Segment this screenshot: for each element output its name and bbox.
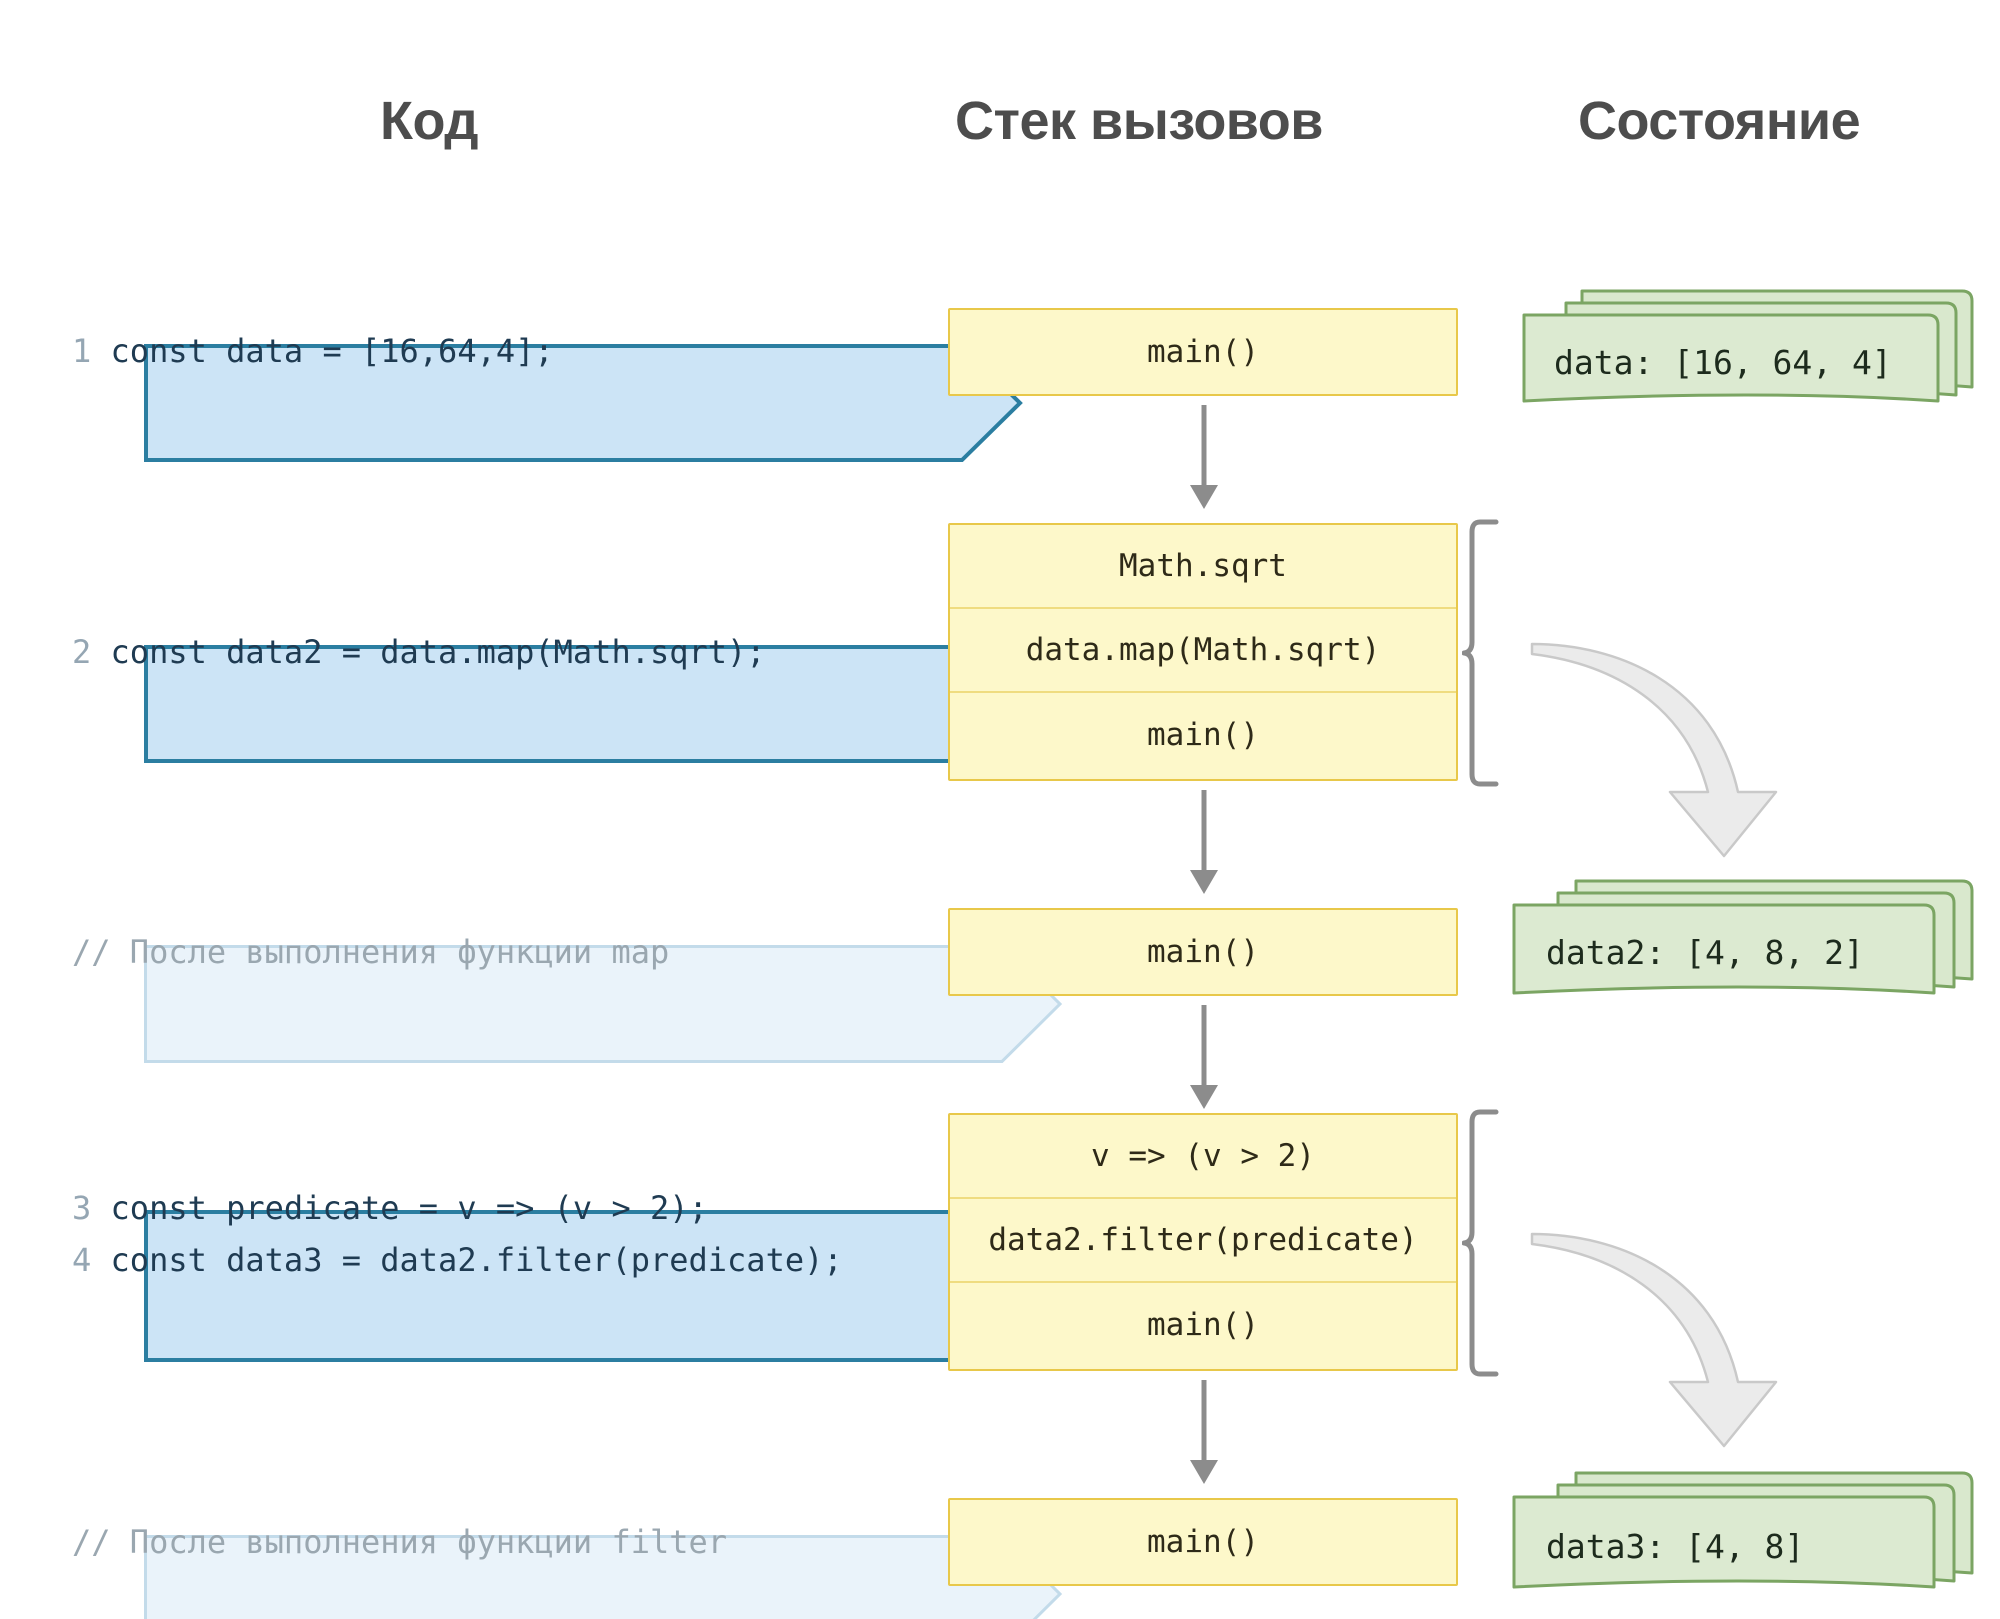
code-comment-after-filter[interactable]: // После выполнения функции filter: [28, 1483, 1062, 1619]
line-text: const data2 = data.map(Math.sqrt);: [110, 633, 766, 671]
stack-frame[interactable]: main(): [950, 1283, 1456, 1367]
line-text: const data = [16,64,4];: [110, 332, 554, 370]
code-comment-after-map[interactable]: // После выполнения функции map: [28, 893, 1062, 1063]
stacked-paper-shape: [1522, 289, 1974, 403]
line-text: const data3 = data2.filter(predicate);: [110, 1241, 843, 1279]
chevron-shape: [28, 292, 1023, 462]
chevron-shape: [28, 893, 1062, 1063]
stack-frame[interactable]: main(): [950, 1500, 1456, 1584]
code-line: 4 const data3 = data2.filter(predicate);: [28, 1234, 843, 1286]
code-line: 1 const data = [16,64,4];: [28, 325, 554, 377]
state-label: data2: [4, 8, 2]: [1546, 933, 1864, 972]
stack-group-brace: [1461, 1108, 1516, 1383]
line-number: 1: [72, 332, 92, 370]
code-block-1[interactable]: 1 const data = [16,64,4];: [28, 292, 1023, 462]
line-number: 4: [72, 1241, 92, 1279]
stack-frame[interactable]: Math.sqrt: [950, 525, 1456, 609]
column-header-state: Состояние: [1578, 91, 1861, 151]
stack-frame[interactable]: main(): [950, 693, 1456, 777]
stack-frame[interactable]: data.map(Math.sqrt): [950, 609, 1456, 693]
flow-arrow-down: [1178, 1005, 1230, 1120]
flow-arrow-down: [1178, 790, 1230, 905]
column-header-stack: Стек вызовов: [955, 91, 1323, 151]
stacked-paper-shape: [1512, 879, 1974, 995]
state-label: data3: [4, 8]: [1546, 1527, 1805, 1566]
stack-frame[interactable]: v => (v > 2): [950, 1115, 1456, 1199]
call-stack-3: main(): [948, 908, 1458, 996]
line-text: const predicate = v => (v > 2);: [110, 1189, 708, 1227]
line-number: 2: [72, 633, 92, 671]
code-line: 3 const predicate = v => (v > 2);: [28, 1182, 708, 1234]
comment-text: // После выполнения функции filter: [72, 1523, 728, 1561]
flow-arrow-down: [1178, 405, 1230, 520]
code-line: 2 const data2 = data.map(Math.sqrt);: [28, 626, 766, 678]
call-stack-4: v => (v > 2) data2.filter(predicate) mai…: [948, 1113, 1458, 1371]
comment-text: // После выполнения функции map: [72, 933, 670, 971]
state-transition-arrow: [1528, 1210, 1828, 1455]
flow-arrow-down: [1178, 1380, 1230, 1495]
code-block-3[interactable]: 3 const predicate = v => (v > 2); 4 cons…: [28, 1158, 1023, 1362]
state-label: data: [16, 64, 4]: [1554, 343, 1892, 382]
stack-frame[interactable]: main(): [950, 910, 1456, 994]
stack-frame[interactable]: main(): [950, 310, 1456, 394]
column-header-code: Код: [380, 91, 479, 151]
line-number: 3: [72, 1189, 92, 1227]
stack-group-brace: [1461, 518, 1516, 793]
state-card-data3[interactable]: data3: [4, 8]: [1500, 1455, 1980, 1600]
call-stack-1: main(): [948, 308, 1458, 396]
code-block-2[interactable]: 2 const data2 = data.map(Math.sqrt);: [28, 593, 1023, 763]
state-transition-arrow: [1528, 620, 1828, 865]
state-card-data[interactable]: data: [16, 64, 4]: [1510, 275, 1980, 410]
stack-frame[interactable]: data2.filter(predicate): [950, 1199, 1456, 1283]
chevron-shape: [28, 1483, 1062, 1619]
call-stack-5: main(): [948, 1498, 1458, 1586]
state-card-data2[interactable]: data2: [4, 8, 2]: [1500, 865, 1980, 1005]
call-stack-2: Math.sqrt data.map(Math.sqrt) main(): [948, 523, 1458, 781]
stacked-paper-shape: [1512, 1471, 1974, 1589]
